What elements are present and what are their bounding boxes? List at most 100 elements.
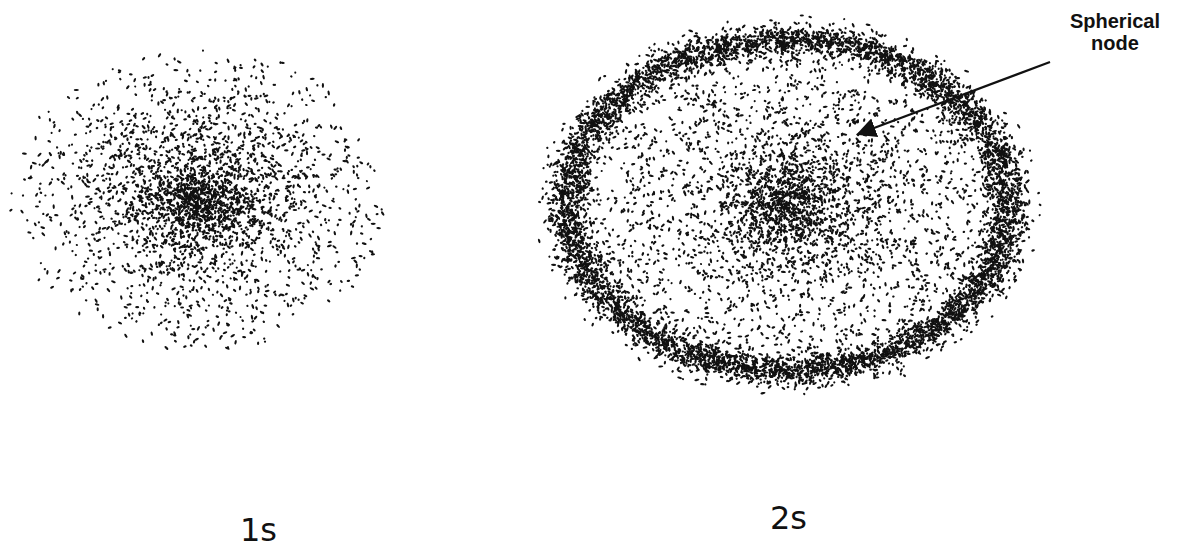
density-dot xyxy=(361,225,363,228)
density-dot xyxy=(186,308,191,312)
density-dot xyxy=(148,202,151,205)
density-dot xyxy=(248,113,251,117)
density-dot xyxy=(253,253,257,256)
density-dot xyxy=(95,147,100,149)
density-dot xyxy=(87,257,90,259)
density-dot xyxy=(185,295,188,299)
density-dot xyxy=(165,327,168,331)
density-dot xyxy=(117,321,122,325)
density-dot xyxy=(203,154,207,158)
density-dot xyxy=(172,260,176,264)
density-dot xyxy=(51,178,54,181)
density-dot xyxy=(230,333,236,338)
density-dot xyxy=(203,106,208,109)
density-dot xyxy=(299,236,303,241)
density-dot xyxy=(281,177,285,179)
density-dot xyxy=(365,213,368,218)
density-dot xyxy=(56,276,61,280)
density-dot xyxy=(319,223,322,226)
density-dot xyxy=(279,61,282,64)
density-dot xyxy=(141,339,144,343)
density-dot xyxy=(347,184,350,187)
density-dot xyxy=(127,312,130,317)
density-dot xyxy=(126,303,131,306)
density-dot xyxy=(171,127,176,131)
density-dot xyxy=(287,181,291,183)
density-dot xyxy=(93,207,96,210)
density-dot xyxy=(190,248,194,250)
density-dot xyxy=(346,156,348,159)
density-dot xyxy=(46,270,49,275)
density-dot xyxy=(156,266,159,269)
density-dot xyxy=(167,302,170,305)
density-dot xyxy=(223,100,226,103)
density-dot xyxy=(234,311,237,314)
density-dot xyxy=(195,300,199,303)
density-dot xyxy=(85,299,88,302)
density-dot xyxy=(196,326,200,332)
density-dot xyxy=(173,235,177,238)
density-dot xyxy=(169,122,173,125)
density-dot xyxy=(129,73,133,76)
density-dot xyxy=(167,321,171,324)
density-dot xyxy=(179,250,182,253)
density-dot xyxy=(82,225,86,229)
density-dot xyxy=(363,256,366,259)
density-dot xyxy=(141,170,144,173)
density-dot xyxy=(170,221,176,225)
density-dot xyxy=(111,68,114,71)
density-dot xyxy=(309,146,313,150)
density-dot xyxy=(176,290,180,296)
density-dot xyxy=(353,187,358,190)
density-dot xyxy=(239,243,242,247)
density-dot xyxy=(272,140,275,143)
density-dot xyxy=(78,177,82,181)
density-dot xyxy=(74,151,78,154)
density-dot xyxy=(117,232,120,235)
density-dot xyxy=(97,103,100,106)
density-dot xyxy=(353,259,358,264)
density-dot xyxy=(150,129,153,134)
density-dot xyxy=(286,302,289,307)
density-dot xyxy=(257,176,261,180)
density-dot xyxy=(32,236,35,239)
density-dot xyxy=(214,96,217,100)
density-dot xyxy=(180,306,184,308)
density-dot xyxy=(40,226,45,230)
density-dot xyxy=(174,305,176,308)
density-dot xyxy=(191,108,196,113)
density-dot xyxy=(176,326,180,329)
density-dot xyxy=(250,189,254,193)
density-dot xyxy=(350,285,354,288)
density-dot xyxy=(373,204,378,208)
density-dot xyxy=(327,244,333,248)
density-dot xyxy=(91,233,95,235)
density-dot xyxy=(37,278,41,282)
density-dot xyxy=(32,161,38,165)
density-dot xyxy=(103,134,106,137)
density-dot xyxy=(306,219,311,224)
density-dot xyxy=(284,218,288,223)
density-dot xyxy=(356,164,359,167)
density-dot xyxy=(115,190,118,195)
density-dot xyxy=(122,143,124,145)
density-dot xyxy=(78,288,82,292)
density-dot xyxy=(159,169,163,172)
density-dot xyxy=(289,237,293,241)
density-dot xyxy=(249,288,252,291)
density-dot xyxy=(195,289,199,294)
density-dot xyxy=(216,290,219,294)
density-dot xyxy=(130,292,133,295)
density-dot xyxy=(164,345,169,350)
density-dot xyxy=(276,217,279,219)
density-dot xyxy=(326,157,331,161)
density-dot xyxy=(179,285,184,288)
density-dot xyxy=(165,265,168,268)
density-dot xyxy=(165,116,169,120)
density-dot xyxy=(291,91,295,95)
density-dot xyxy=(108,182,111,186)
density-dot xyxy=(181,109,183,111)
density-dot xyxy=(297,298,300,301)
density-dot xyxy=(206,324,210,327)
density-dot xyxy=(181,252,185,255)
